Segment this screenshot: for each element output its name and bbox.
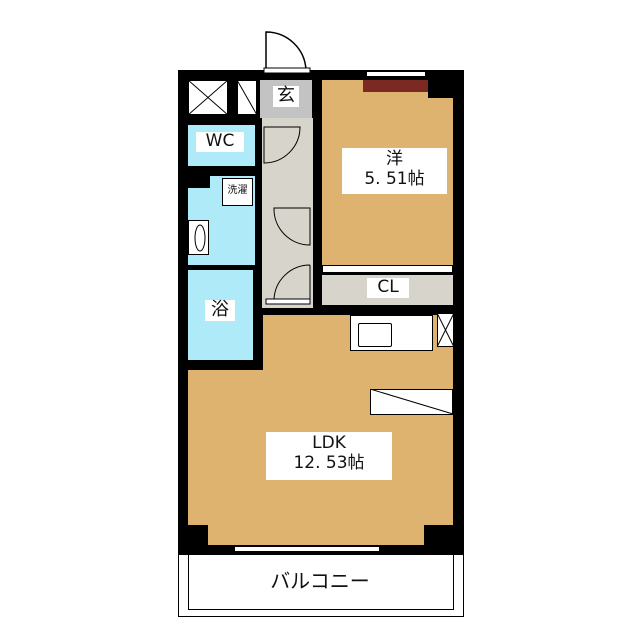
western-room-name: 洋	[386, 149, 403, 169]
window-top	[366, 71, 426, 77]
pillar-br	[424, 525, 453, 545]
washbasin-icon	[188, 220, 209, 255]
closet-door-strip	[322, 265, 453, 273]
sink	[358, 323, 392, 347]
closet-label: CL	[367, 277, 409, 298]
balcony-label: バルコニー	[270, 569, 370, 593]
hall-door-icon	[263, 126, 311, 305]
ldk-name: LDK	[312, 433, 346, 453]
counter-shelf-icon	[370, 389, 454, 415]
pillar	[428, 80, 453, 98]
pipe-block	[188, 172, 210, 188]
storage-diagonal-icon	[237, 80, 257, 115]
storage-x-icon	[188, 80, 228, 115]
western-room-size: 5. 51帖	[364, 168, 425, 189]
refrigerator-icon	[437, 313, 455, 348]
balcony-rail	[188, 555, 454, 610]
entrance-label: 玄	[273, 85, 299, 107]
western-room-storage	[363, 80, 428, 92]
wc-label: WC	[196, 131, 244, 152]
laundry-label: 洗濯	[224, 185, 251, 197]
pillar-bl	[188, 525, 208, 545]
entrance-door-icon	[263, 31, 311, 74]
bath-label: 浴	[205, 299, 235, 321]
ldk-size: 12. 53帖	[293, 452, 365, 473]
hallway	[262, 118, 313, 308]
balcony-window	[234, 546, 380, 552]
balcony	[178, 555, 464, 617]
